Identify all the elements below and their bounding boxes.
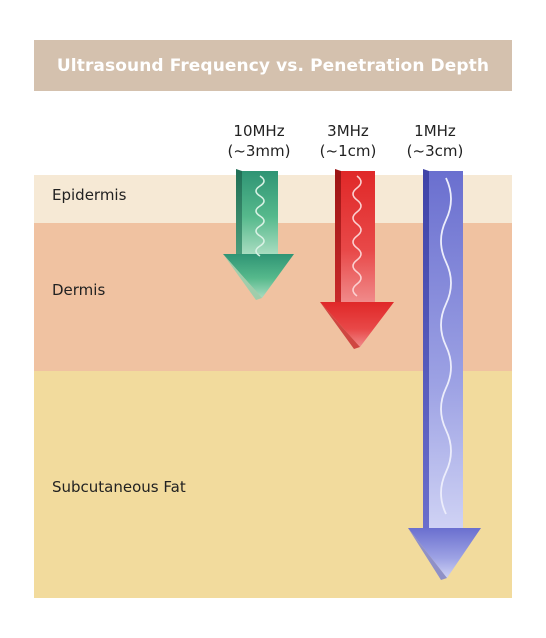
frequency-value: 1MHz (414, 122, 456, 140)
arrow-head (223, 254, 294, 298)
wave-path (352, 175, 362, 297)
wave-path (440, 177, 452, 515)
subcutaneous-fat-label: Subcutaneous Fat (52, 478, 186, 496)
diagram-title: Ultrasound Frequency vs. Penetration Dep… (56, 55, 490, 76)
freq-label-1mhz: 1MHz (~3cm) (398, 121, 472, 161)
depth-value: (~1cm) (319, 142, 377, 160)
arrow-head (408, 528, 481, 578)
arrow-shaft-side (423, 169, 429, 528)
dermis-label: Dermis (52, 281, 106, 299)
title-banner: Ultrasound Frequency vs. Penetration Dep… (34, 40, 512, 91)
arrow-shaft (242, 171, 278, 254)
depth-value: (~3cm) (406, 142, 464, 160)
freq-label-3mhz: 3MHz (~1cm) (312, 121, 384, 161)
epidermis-label: Epidermis (52, 186, 127, 204)
arrow-3mhz (320, 169, 394, 349)
arrow-shaft (429, 171, 463, 528)
arrow-head-side (320, 302, 360, 349)
frequency-value: 3MHz (327, 122, 369, 140)
arrow-10mhz (223, 169, 294, 300)
arrow-head-side (408, 528, 447, 580)
arrow-head-side (223, 254, 262, 300)
arrow-shaft-side (236, 169, 242, 254)
arrow-shaft (341, 171, 375, 302)
depth-value: (~3mm) (227, 142, 291, 160)
freq-label-10mhz: 10MHz (~3mm) (222, 121, 296, 161)
arrow-head (320, 302, 394, 347)
wave-path (255, 175, 265, 257)
frequency-value: 10MHz (233, 122, 285, 140)
arrow-shaft-side (335, 169, 341, 302)
arrow-1mhz (408, 169, 481, 580)
